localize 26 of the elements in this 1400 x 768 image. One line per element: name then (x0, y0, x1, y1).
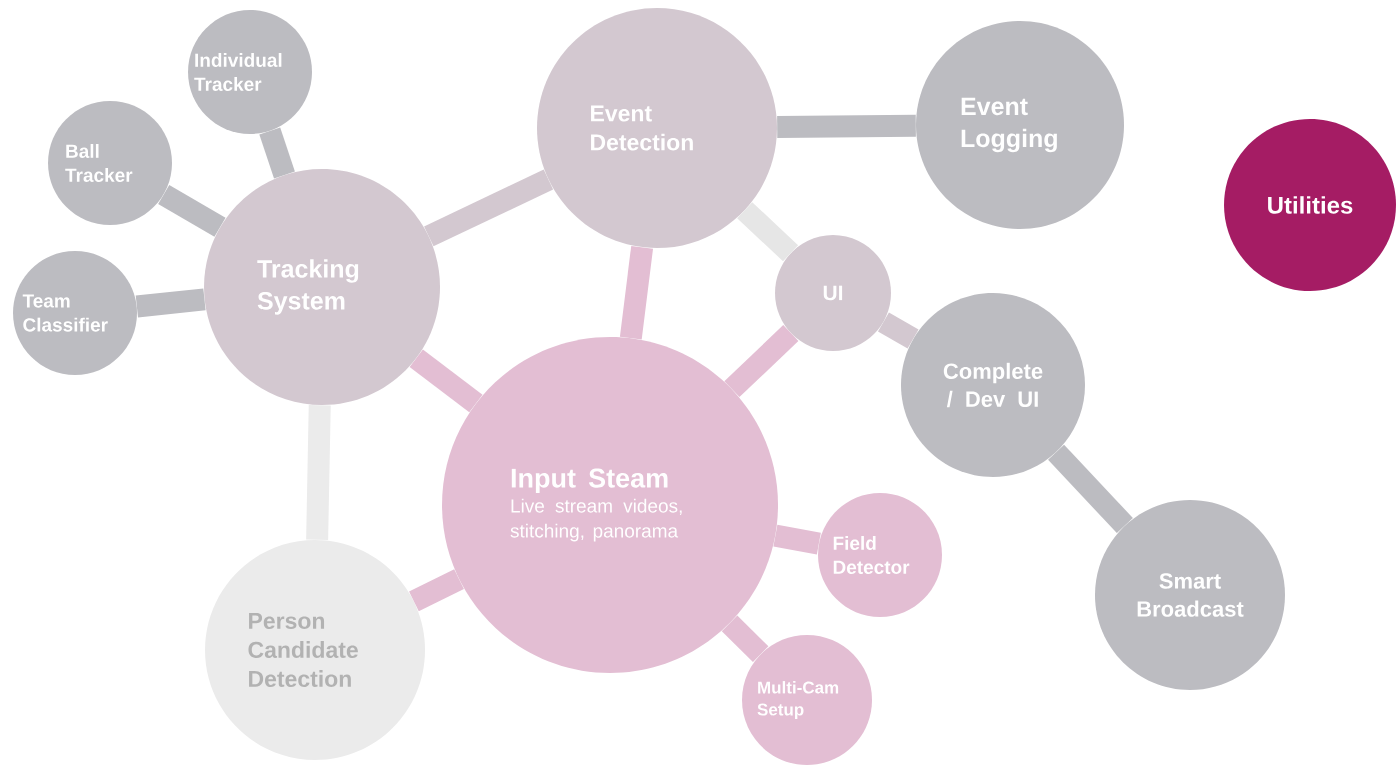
bubble: Field Detector (818, 493, 942, 617)
bubble: Individual Tracker (188, 10, 312, 134)
connector (306, 405, 331, 541)
connector (1048, 444, 1133, 534)
bubble: Event Logging (916, 21, 1124, 229)
connector (409, 569, 464, 612)
bubble: Team Classifier (13, 251, 137, 375)
bubble: Person Candidate Detection (205, 540, 425, 760)
connector (259, 127, 295, 179)
connector (773, 524, 821, 555)
connector (777, 114, 916, 138)
connector (619, 245, 654, 340)
bubble: Smart Broadcast (1095, 500, 1285, 690)
connector (424, 169, 554, 247)
connector (135, 288, 206, 318)
bubble: Input Steam Live stream videos, stitching, panorama (442, 337, 778, 673)
connector (158, 184, 226, 237)
connector (737, 202, 799, 262)
bubble: Utilities (1224, 119, 1396, 291)
bubble: Multi-Cam Setup (742, 635, 872, 765)
connector (721, 615, 769, 662)
connector (724, 325, 799, 398)
bubble: Ball Tracker (48, 101, 172, 225)
bubble: Complete / Dev UI (901, 293, 1085, 477)
connector (409, 349, 483, 413)
connector (878, 312, 919, 349)
